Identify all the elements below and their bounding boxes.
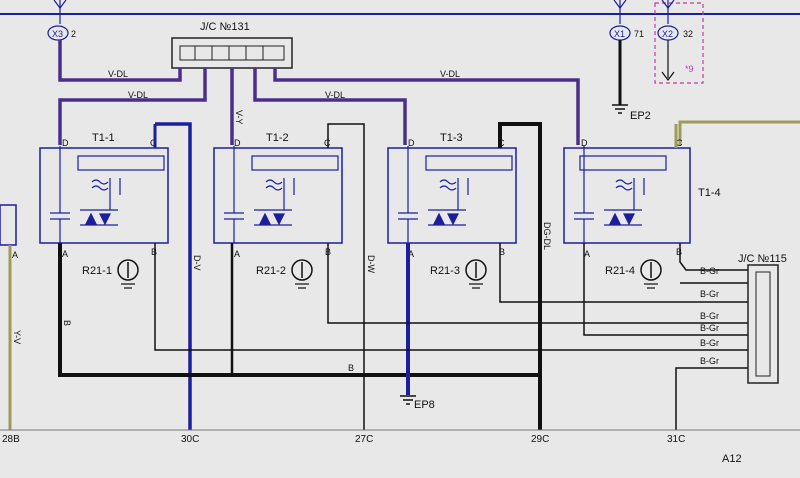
c-terminal-wires [153, 122, 678, 430]
relay-t1-2-frame [213, 147, 343, 244]
x2-arrow-icon [661, 0, 675, 9]
bottom-pin-30c: 30C [181, 434, 199, 445]
jc131-pins [179, 45, 285, 61]
wire-label-dg-dl: DG-DL [542, 222, 552, 250]
svg-text:D: D [581, 138, 588, 148]
wire-label-v-dl-left: V-DL [108, 69, 128, 79]
wire-label-v-y: V-Y [234, 110, 244, 125]
left-connector-box [0, 204, 17, 246]
relay-t1-1-frame [39, 147, 169, 244]
relay-t1-2-name: T1-2 [266, 132, 289, 144]
relay-t1-2: T1-2 D C A B [213, 132, 343, 259]
ep2-ground-icon [612, 104, 628, 114]
wire-label-b-left: B [62, 320, 72, 326]
jc131-box [171, 37, 293, 69]
x2-down-arrow-icon [661, 71, 675, 81]
x3-id: X3 [52, 29, 63, 39]
b-gr-label-4: B-Gr [700, 323, 719, 333]
svg-text:B: B [676, 247, 682, 257]
svg-text:B: B [499, 247, 505, 257]
relay-t1-4-name: T1-4 [698, 187, 721, 199]
resistors: R21-1 R21-2 R21-3 R21-4 [82, 259, 662, 289]
wire-label-v-dl-right: V-DL [440, 69, 460, 79]
relay-t1-3: T1-3 D C A B [387, 132, 517, 259]
ep2-label: EP2 [630, 110, 651, 122]
jc115-inner [755, 271, 771, 377]
ep8-ground-icon [400, 395, 416, 405]
relay-t1-3-frame [387, 147, 517, 244]
svg-text:D: D [62, 138, 69, 148]
b-gr-label-1: B-Gr [700, 266, 719, 276]
wire-label-d-v: D-V [192, 255, 202, 271]
jc131-label: J/C №131 [200, 21, 250, 33]
resistor-r21-1-label: R21-1 [82, 265, 112, 277]
b-gr-label-5: B-Gr [700, 338, 719, 348]
svg-text:C: C [676, 138, 683, 148]
svg-text:D: D [408, 138, 415, 148]
resistor-r21-4-label: R21-4 [605, 265, 635, 277]
wire-label-v-dl: V-DL [128, 90, 148, 100]
wire-label-v-dl-mid: V-DL [325, 90, 345, 100]
x2-optional-box [654, 2, 704, 84]
svg-text:A: A [62, 249, 68, 259]
v-dl-wires [58, 40, 580, 145]
x3-connector-symbol [47, 25, 69, 41]
jc115-box [747, 264, 779, 384]
relay-t1-3-name: T1-3 [440, 132, 463, 144]
bottom-pin-28b: 28B [2, 434, 20, 445]
bottom-pin-29c: 29C [531, 434, 549, 445]
page-ref: A12 [722, 453, 742, 465]
b-gr-label-3: B-Gr [700, 311, 719, 321]
b-gr-label-2: B-Gr [700, 289, 719, 299]
svg-text:A: A [584, 249, 590, 259]
x1-pin: 71 [634, 29, 644, 39]
svg-text:A: A [408, 249, 414, 259]
x2-id: X2 [662, 29, 673, 39]
olive-wire-top-right [678, 120, 800, 145]
relay-t1-4: T1-4 D C A B [563, 138, 721, 259]
x1-id: X1 [614, 29, 625, 39]
wire-label-b-mid: B [348, 363, 354, 373]
resistor-r21-3-label: R21-3 [430, 265, 460, 277]
resistor-r21-2-label: R21-2 [256, 265, 286, 277]
x2-pin: 32 [683, 29, 693, 39]
relay-internal-symbols [50, 146, 645, 243]
b-terminal-wires [154, 243, 748, 430]
relay-t1-4-frame [563, 147, 691, 244]
b-gr-label-6: B-Gr [700, 356, 719, 366]
x1-arrow-icon [613, 0, 627, 9]
x3-arrow-icon [53, 0, 67, 9]
wire-label-y-v: Y-V [12, 330, 22, 344]
pin-label-a-left: A [12, 250, 18, 260]
svg-text:A: A [234, 249, 240, 259]
relay-t1-1: T1-1 D C A B [39, 132, 169, 259]
bottom-pin-27c: 27C [355, 434, 373, 445]
svg-text:B: B [151, 247, 157, 257]
svg-text:D: D [234, 138, 241, 148]
relay-t1-1-name: T1-1 [92, 132, 115, 144]
bottom-pin-31c: 31C [667, 434, 685, 445]
a-terminal-wires [58, 243, 748, 395]
x3-pin: 2 [71, 29, 76, 39]
x2-note: *9 [685, 64, 694, 74]
jc115-label: J/C №115 [738, 253, 787, 265]
wire-label-d-w: D-W [366, 255, 376, 273]
ep8-label: EP8 [414, 399, 435, 411]
